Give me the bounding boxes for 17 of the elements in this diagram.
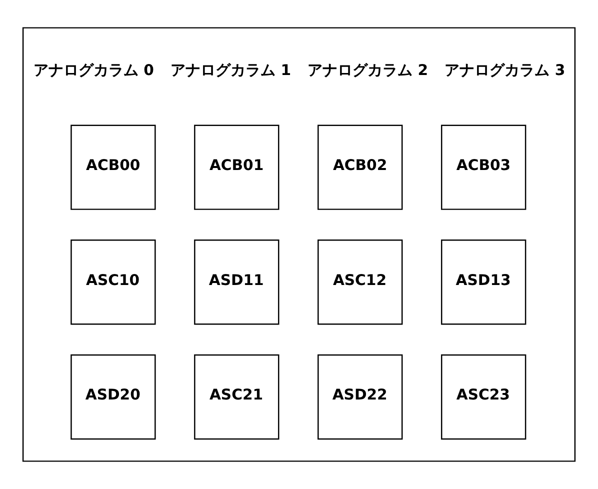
node-box: ASC12 — [318, 240, 403, 325]
label: アナログカラム 3 — [444, 62, 566, 79]
node-box: ASD13 — [440, 240, 526, 325]
node-box: ASC21 — [194, 354, 280, 440]
node-box: ACB02 — [318, 124, 403, 210]
node-box: ASC23 — [440, 354, 526, 440]
node-box: ACB03 — [440, 124, 526, 210]
node-box: ACB01 — [194, 124, 280, 210]
node-box: ASD11 — [194, 240, 280, 325]
label: アナログカラム 0 — [34, 62, 154, 79]
label: アナログカラム 1 — [170, 62, 292, 79]
node-box: ASD22 — [318, 354, 403, 440]
label: アナログカラム 2 — [308, 62, 428, 79]
node-box: ACB00 — [70, 124, 156, 210]
node-box: ASD20 — [70, 354, 156, 440]
cluster — [22, 27, 576, 462]
node-box: ASC10 — [70, 240, 156, 325]
